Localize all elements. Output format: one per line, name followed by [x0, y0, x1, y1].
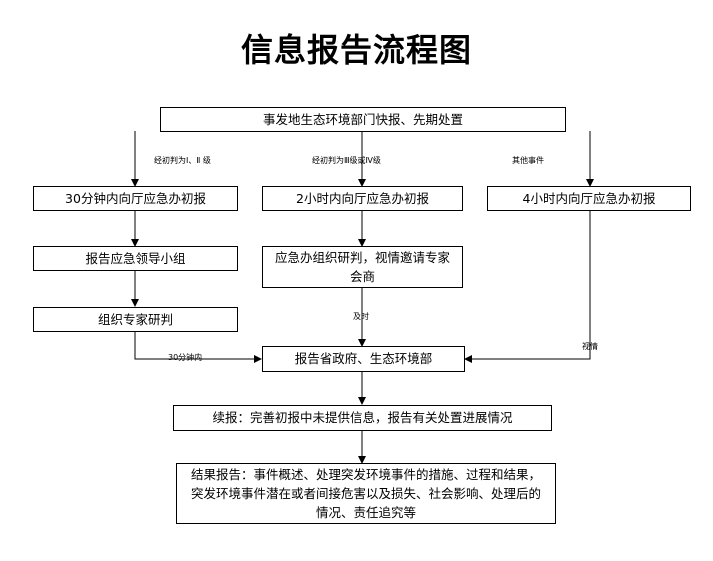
arrow-expert-to-provincial [134, 332, 262, 363]
box-report-30min: 30分钟内向厅应急办初报 [33, 186, 238, 211]
box-expert-study: 组织专家研判 [33, 307, 238, 332]
label-level-1-2: 经初判为Ⅰ、Ⅱ 级 [154, 156, 211, 165]
page-title: 信息报告流程图 [240, 31, 472, 69]
box-follow-up-report: 续报：完善初报中未提供信息，报告有关处置进展情况 [173, 405, 552, 431]
box-report-4h: 4小时内向厅应急办初报 [487, 186, 691, 211]
arrow-4h-to-provincial [464, 211, 591, 363]
label-as-needed: 视情 [582, 342, 598, 351]
label-within-30min: 30分钟内 [168, 353, 203, 362]
box-emergency-study: 应急办组织研判，视情邀请专家会商 [262, 246, 463, 288]
box-report-leadership: 报告应急领导小组 [33, 246, 238, 271]
box-report-2h: 2小时内向厅应急办初报 [262, 186, 463, 211]
box-final-report: 结果报告：事件概述、处理突发环境事件的措施、过程和结果，突发环境事件潜在或者间接… [176, 463, 556, 524]
box-provincial-report: 报告省政府、生态环境部 [262, 346, 465, 372]
box-initial-response: 事发地生态环境部门快报、先期处置 [160, 107, 566, 132]
label-other-events: 其他事件 [512, 156, 544, 165]
label-level-3-4: 经初判为Ⅲ级或Ⅳ级 [312, 156, 381, 165]
label-in-time: 及时 [353, 312, 369, 321]
